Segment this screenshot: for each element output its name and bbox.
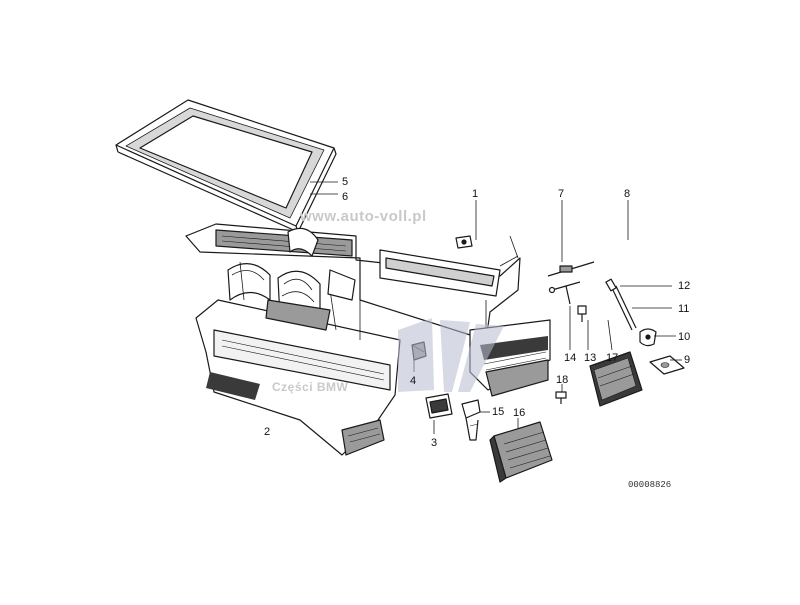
- diagram-part-number: 00008826: [628, 480, 672, 490]
- seal-frame-part: [115, 99, 337, 233]
- callout-5: 5: [342, 176, 349, 188]
- mounting-plate-part: [649, 355, 685, 375]
- leader-lines: [310, 181, 682, 434]
- callout-14: 14: [564, 352, 577, 364]
- callout-9: 9: [684, 354, 691, 366]
- callout-6: 6: [342, 191, 349, 203]
- upper-housing-part: [185, 223, 551, 397]
- actuator-part: [639, 328, 657, 347]
- callout-15: 15: [492, 406, 505, 418]
- bracket-part: [461, 399, 481, 441]
- lower-housing-part: [195, 261, 401, 456]
- callout-2: 2: [264, 426, 271, 438]
- fitting-part: [577, 305, 587, 322]
- callout-10: 10: [678, 331, 691, 343]
- control-rod-part: [605, 278, 637, 331]
- watermark-brand: Części BMW: [272, 380, 349, 394]
- callout-16: 16: [513, 407, 526, 419]
- callout-8: 8: [624, 188, 631, 200]
- callout-12: 12: [678, 280, 691, 292]
- callout-17: 17: [606, 352, 619, 364]
- grommet-part: [455, 235, 473, 249]
- switch-block-part: [425, 393, 453, 419]
- callout-7: 7: [558, 188, 565, 200]
- callout-13: 13: [584, 352, 597, 364]
- watermark-url: www.auto-voll.pl: [300, 208, 427, 225]
- av-watermark-logo: [398, 318, 504, 392]
- screw-part: [555, 391, 567, 404]
- callout-18: 18: [556, 374, 569, 386]
- callout-1: 1: [472, 188, 479, 200]
- callout-3: 3: [431, 437, 438, 449]
- callout-4: 4: [410, 375, 417, 387]
- cable-connector-part: [547, 261, 595, 305]
- control-panel-part: [589, 351, 643, 407]
- vent-grille-part: [489, 421, 553, 483]
- callout-11: 11: [678, 303, 690, 315]
